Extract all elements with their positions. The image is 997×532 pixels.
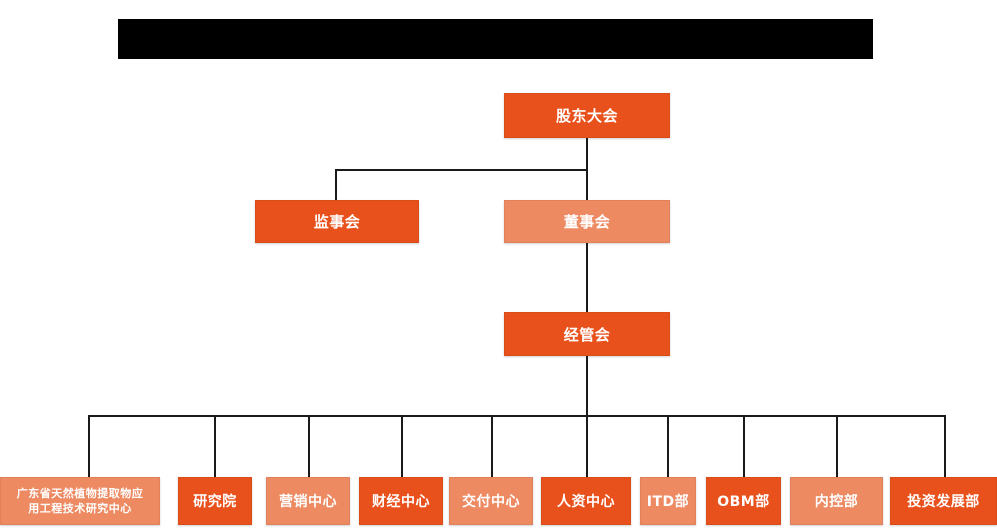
node-dept-hr-center-label: 人资中心 bbox=[557, 494, 615, 510]
node-shareholders-meeting[interactable]: 股东大会 bbox=[504, 93, 670, 138]
connector-drop-dept-10 bbox=[944, 415, 946, 477]
title-banner bbox=[118, 19, 873, 59]
connector-drop-dept-8 bbox=[743, 415, 745, 477]
node-dept-marketing-center-label: 营销中心 bbox=[279, 494, 337, 510]
node-dept-obm-label: OBM部 bbox=[717, 494, 770, 510]
node-dept-delivery-center[interactable]: 交付中心 bbox=[449, 477, 533, 525]
node-dept-guangdong-research-center-label: 广东省天然植物提取物应用工程技术研究中心 bbox=[16, 487, 144, 515]
connector-drop-dept-3 bbox=[308, 415, 310, 477]
connector-drop-dept-4 bbox=[401, 415, 403, 477]
node-dept-research-institute[interactable]: 研究院 bbox=[178, 477, 252, 525]
node-dept-investment-development-label: 投资发展部 bbox=[907, 494, 980, 510]
connector-drop-supervisors bbox=[335, 169, 337, 200]
node-dept-finance-center-label: 财经中心 bbox=[372, 494, 430, 510]
node-board-of-directors[interactable]: 董事会 bbox=[504, 200, 670, 243]
node-dept-obm[interactable]: OBM部 bbox=[706, 477, 781, 525]
connector-drop-dept-6 bbox=[586, 415, 588, 477]
node-dept-investment-development[interactable]: 投资发展部 bbox=[890, 477, 997, 525]
node-dept-marketing-center[interactable]: 营销中心 bbox=[266, 477, 350, 525]
node-management-committee[interactable]: 经管会 bbox=[504, 312, 670, 356]
connector-directors-to-management bbox=[586, 243, 588, 312]
connector-drop-dept-1 bbox=[88, 415, 90, 477]
node-dept-hr-center[interactable]: 人资中心 bbox=[541, 477, 631, 525]
connector-management-down bbox=[586, 356, 588, 416]
node-dept-research-institute-label: 研究院 bbox=[193, 494, 237, 510]
connector-department-bus bbox=[88, 415, 945, 417]
node-board-of-supervisors[interactable]: 监事会 bbox=[255, 200, 419, 243]
node-board-of-supervisors-label: 监事会 bbox=[313, 213, 361, 231]
node-management-committee-label: 经管会 bbox=[563, 325, 611, 344]
connector-drop-directors bbox=[586, 169, 588, 200]
node-dept-internal-control[interactable]: 内控部 bbox=[790, 477, 883, 525]
node-dept-delivery-center-label: 交付中心 bbox=[462, 494, 520, 510]
node-dept-itd[interactable]: ITD部 bbox=[640, 477, 696, 525]
node-dept-guangdong-research-center[interactable]: 广东省天然植物提取物应用工程技术研究中心 bbox=[0, 477, 160, 525]
node-board-of-directors-label: 董事会 bbox=[563, 213, 611, 231]
connector-drop-dept-7 bbox=[667, 415, 669, 477]
connector-drop-dept-9 bbox=[836, 415, 838, 477]
node-shareholders-meeting-label: 股东大会 bbox=[555, 107, 618, 125]
node-dept-finance-center[interactable]: 财经中心 bbox=[359, 477, 443, 525]
connector-drop-dept-2 bbox=[214, 415, 216, 477]
connector-drop-dept-5 bbox=[491, 415, 493, 477]
connector-level2-bus bbox=[335, 169, 587, 171]
node-dept-itd-label: ITD部 bbox=[646, 494, 690, 510]
connector-shareholders-down bbox=[586, 138, 588, 170]
node-dept-internal-control-label: 内控部 bbox=[814, 494, 859, 510]
